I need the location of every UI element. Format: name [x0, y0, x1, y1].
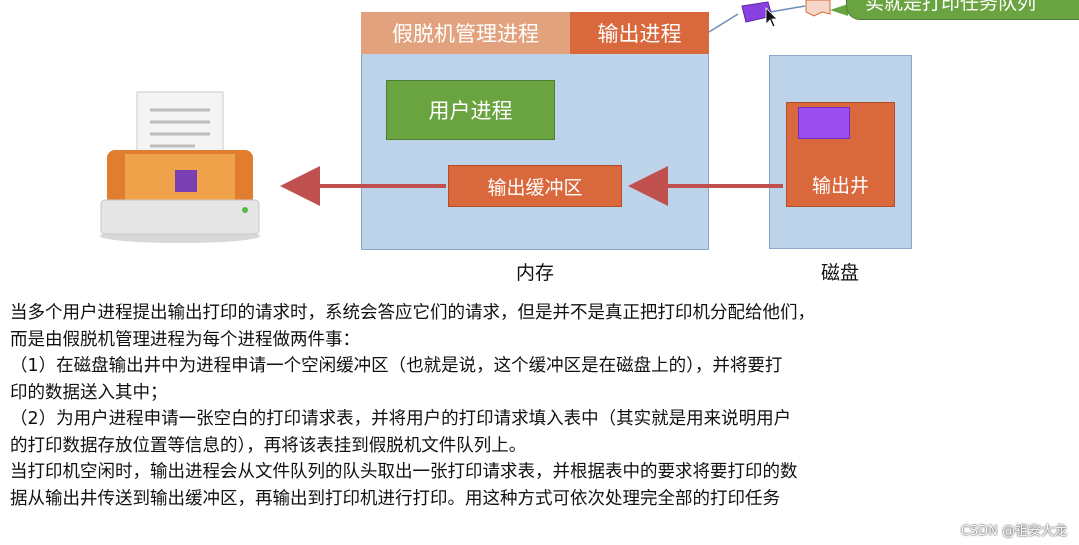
output-process: 输出进程 [570, 12, 709, 54]
text-line: 据从输出井传送到输出缓冲区，再输出到打印机进行打印。用这种方式可依次处理完全部的… [10, 488, 780, 509]
text-line: 的打印数据存放位置等信息的），再将该表挂到假脱机文件队列上。 [10, 435, 527, 456]
user-process: 用户进程 [386, 80, 555, 140]
text-line: 当打印机空闲时，输出进程会从文件队列的队头取出一张打印请求表，并根据表中的要求将… [10, 462, 798, 482]
printer-icon [100, 91, 260, 243]
text-line: 而是由假脱机管理进程为每个进程做两件事： [10, 329, 360, 350]
watermark: CSDN @祖安大龙 [960, 524, 1067, 539]
text-line: （1）在磁盘输出井中为进程申请一个空闲缓冲区（也就是说，这个缓冲区是在磁盘上的）… [10, 356, 783, 376]
output-buffer: 输出缓冲区 [448, 165, 622, 207]
mouse-cursor-icon [765, 7, 778, 28]
text-line: （2）为用户进程申请一张空白的打印请求表，并将用户的打印请求填入表中（其实就是用… [10, 409, 792, 429]
request-form-icon [805, 0, 831, 17]
output-well-label: 输出井 [811, 175, 869, 197]
memory-caption: 内存 [515, 262, 554, 284]
spooling-diagram: 假脱机管理进程 输出进程 用户进程 输出缓冲区 内存 输出井 磁盘 实就是打印任… [100, 0, 1079, 284]
disk-caption: 磁盘 [820, 262, 859, 284]
explanation-text: 当多个用户进程提出输出打印的请求时，系统会答应它们的请求，但是并不是真正把打印机… [10, 300, 1078, 512]
spool-manager-process: 假脱机管理进程 [361, 12, 570, 54]
callout-bubble: 实就是打印任务队列 [846, 0, 1079, 20]
arrows-overlay [280, 0, 831, 206]
output-well-slot [798, 107, 850, 139]
text-line: 印的数据送入其中； [10, 382, 168, 403]
callout-tail [830, 4, 848, 16]
text-line: 当多个用户进程提出输出打印的请求时，系统会答应它们的请求，但是并不是真正把打印机… [10, 303, 815, 323]
